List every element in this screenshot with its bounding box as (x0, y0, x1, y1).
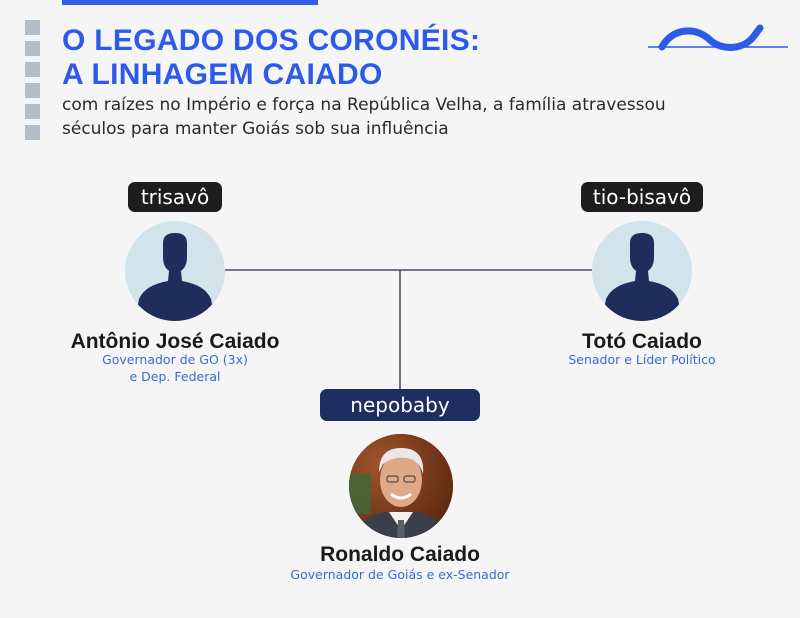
decor-square (25, 104, 40, 119)
portrait-photo (349, 434, 453, 538)
person-role-ronaldo: Governador de Goiás e ex-Senador (260, 566, 540, 583)
role-line-1: Governador de Goiás e ex-Senador (290, 567, 510, 582)
decor-square (25, 62, 40, 77)
avatar-antonio (125, 221, 225, 321)
tag-nepobaby: nepobaby (320, 389, 480, 421)
title-line-1: O LEGADO DOS CORONÉIS: (62, 24, 481, 57)
tag-trisavo: trisavô (128, 182, 222, 212)
brand-logo (648, 24, 788, 51)
avatar-toto (592, 221, 692, 321)
subtitle-line-2: séculos para manter Goiás sob sua influê… (62, 119, 449, 139)
side-decoration (25, 20, 41, 146)
tag-tio-bisavo: tio-bisavô (581, 182, 703, 212)
role-line-2: e Dep. Federal (129, 369, 221, 384)
decor-square (25, 20, 40, 35)
person-silhouette-icon (135, 233, 215, 321)
subtitle-line-1: com raízes no Império e força na Repúbli… (62, 95, 666, 115)
person-role-antonio: Governador de GO (3x) e Dep. Federal (75, 351, 275, 385)
person-role-toto: Senador e Líder Político (542, 351, 742, 368)
title-line-2: A LINHAGEM CAIADO (62, 58, 383, 91)
role-line-1: Governador de GO (3x) (102, 352, 248, 367)
decor-square (25, 125, 40, 140)
person-name-antonio: Antônio José Caiado (70, 330, 280, 353)
avatar-ronaldo-photo (349, 434, 453, 538)
page-title: O LEGADO DOS CORONÉIS: A LINHAGEM CAIADO (62, 24, 480, 92)
person-name-toto: Totó Caiado (582, 330, 702, 353)
page-subtitle: com raízes no Império e força na Repúbli… (62, 93, 742, 141)
decor-square (25, 83, 40, 98)
person-name-ronaldo: Ronaldo Caiado (320, 543, 480, 566)
person-silhouette-icon (602, 233, 682, 321)
role-line-1: Senador e Líder Político (568, 352, 716, 367)
top-accent-bar (62, 0, 318, 5)
decor-square (25, 41, 40, 56)
